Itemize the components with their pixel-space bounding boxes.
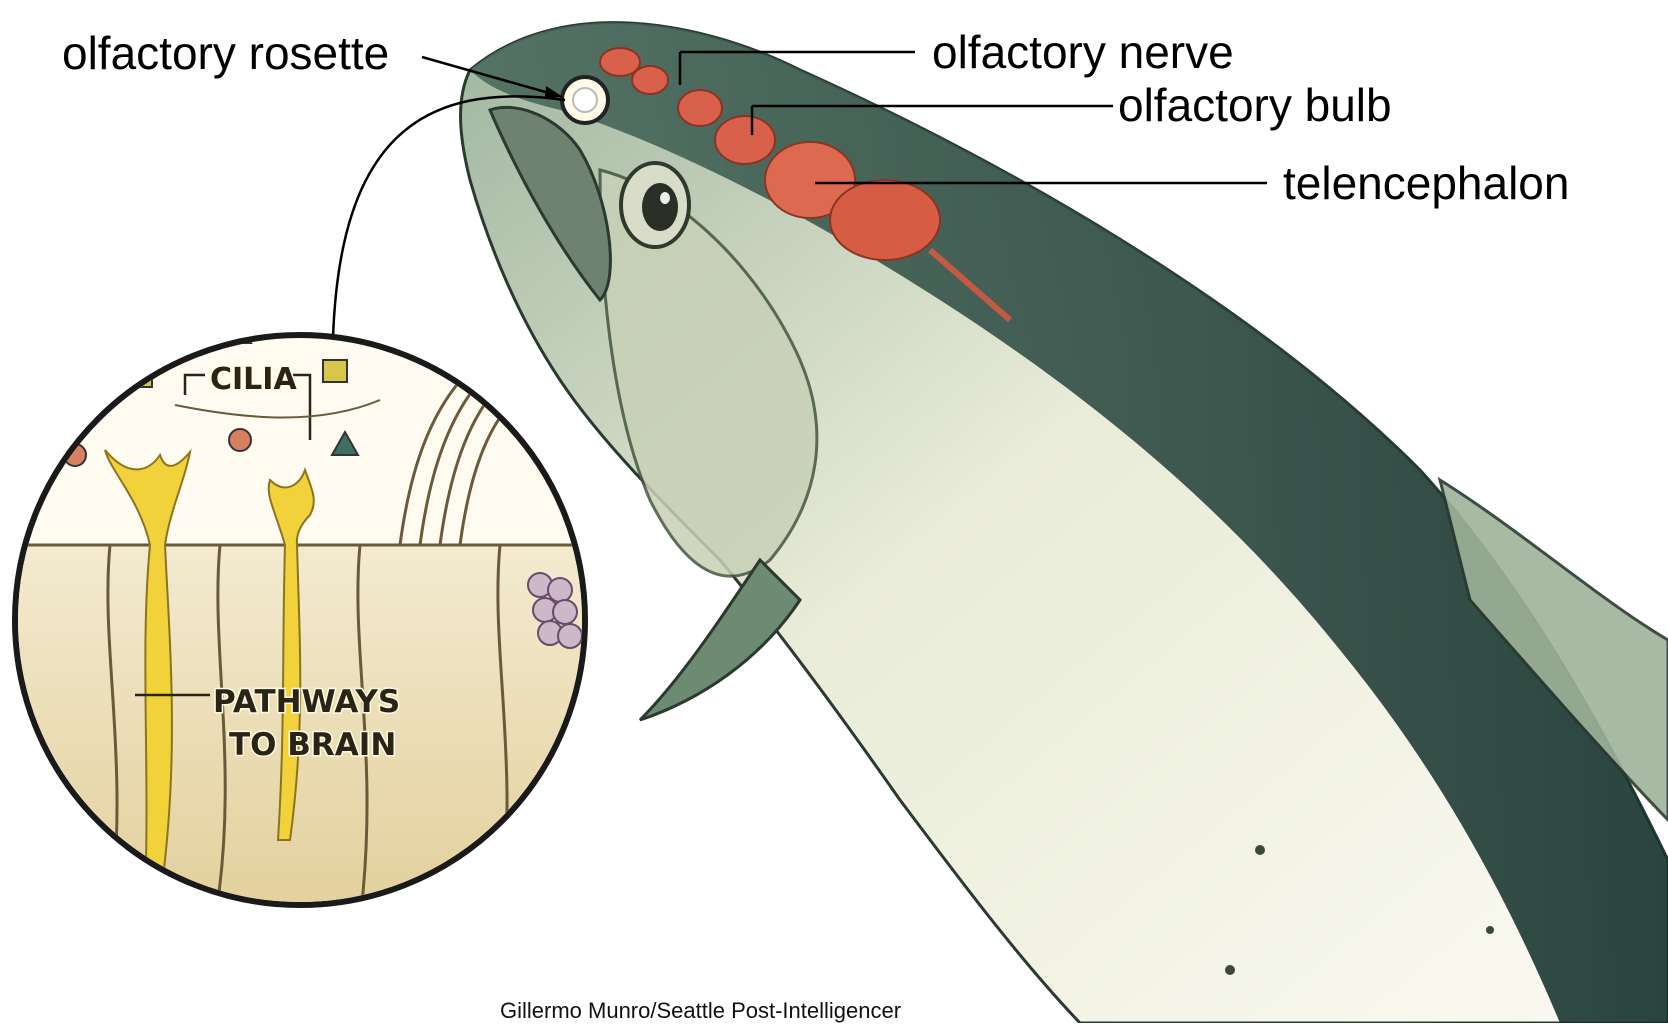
eye (621, 163, 689, 247)
image-credit: Gillermo Munro/Seattle Post-Intelligence… (500, 998, 901, 1024)
cilia-label: CILIA (210, 362, 297, 397)
label-telencephalon: telencephalon (1283, 160, 1569, 206)
pectoral-fin (640, 560, 800, 720)
pathways-label-line1: PATHWAYS (213, 684, 400, 720)
pathways-label-line2: TO BRAIN (229, 727, 396, 763)
label-olfactory-bulb: olfactory bulb (1118, 82, 1392, 128)
label-olfactory-rosette: olfactory rosette (62, 30, 389, 76)
olfactory-rosette-marker (562, 77, 608, 123)
label-olfactory-nerve: olfactory nerve (932, 29, 1234, 75)
inset-magnifier: CILIA PATHWAYS TO BRAIN (0, 272, 600, 925)
